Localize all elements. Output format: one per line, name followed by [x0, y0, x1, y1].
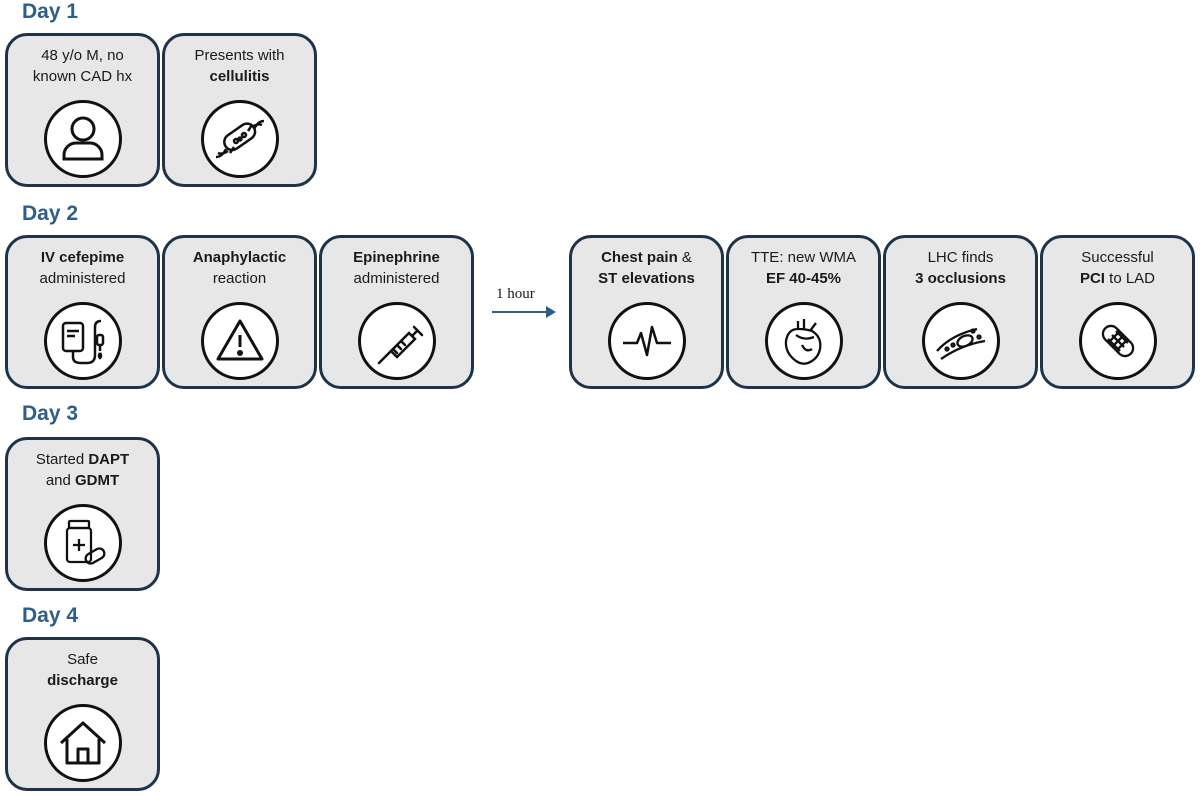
iv-bag-icon — [61, 319, 105, 365]
syringe-icon — [377, 325, 424, 365]
card-anaphylaxis: Anaphylactic reaction — [162, 235, 317, 389]
card-cellulitis: Presents with cellulitis — [162, 33, 317, 187]
home-icon — [59, 721, 107, 765]
card-chest-pain: Chest pain & ST elevations — [569, 235, 724, 389]
card-medication: Started DAPT and GDMT — [5, 437, 160, 591]
time-arrow: 1 hour — [490, 286, 560, 326]
day-2-label: Day 2 — [22, 202, 79, 225]
card-discharge: Safe discharge — [5, 637, 160, 791]
bacteria-icon — [215, 119, 265, 159]
card-pci: Successful PCI to LAD — [1040, 235, 1195, 389]
day-3-label: Day 3 — [22, 402, 79, 425]
card-epinephrine: Epinephrine administered — [319, 235, 474, 389]
day-4-label: Day 4 — [22, 604, 79, 627]
artery-plaque-icon — [936, 327, 986, 360]
arrow-right-icon — [492, 306, 556, 318]
card-lhc: LHC finds 3 occlusions — [883, 235, 1038, 389]
arrow-label: 1 hour — [496, 286, 535, 302]
stent-icon — [1101, 324, 1135, 358]
card-patient-text: 48 y/o M, no known CAD hx — [32, 47, 133, 85]
medication-icon — [65, 519, 106, 565]
card-cellulitis-bold: cellulitis — [209, 68, 270, 85]
person-icon — [62, 116, 104, 161]
day-1-label: Day 1 — [22, 0, 79, 23]
heart-icon — [784, 319, 822, 365]
ecg-icon — [623, 325, 671, 357]
card-patient: 48 y/o M, no known CAD hx — [5, 33, 160, 187]
warning-icon — [216, 319, 264, 361]
card-cefepime: IV cefepime administered — [5, 235, 160, 389]
card-tte: TTE: new WMA EF 40-45% — [726, 235, 881, 389]
